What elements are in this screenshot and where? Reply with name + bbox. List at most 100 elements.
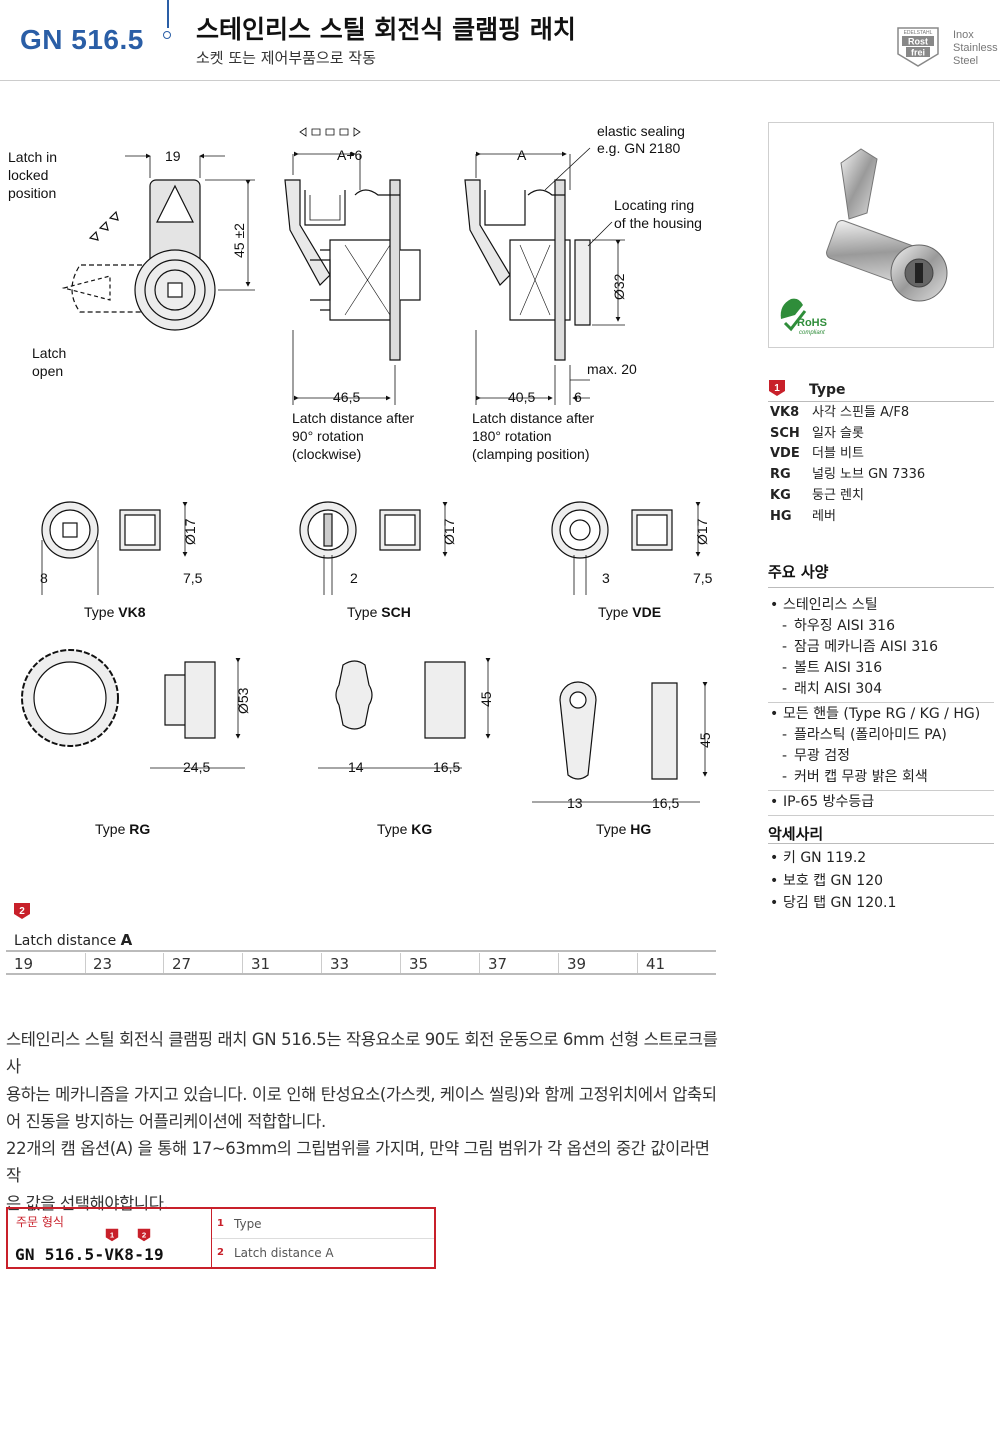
table-separator <box>400 953 401 973</box>
spec-subitem: 볼트 AISI 316 <box>768 658 994 679</box>
latch-table-rule-bottom <box>6 973 716 975</box>
accessories-title: 악세사리 <box>768 825 824 843</box>
order-code: GN 516.5-VK8-19 <box>15 1245 164 1264</box>
header-divider <box>167 0 169 28</box>
spec-subitem: 래치 AISI 304 <box>768 679 994 700</box>
dim-rg-d53: Ø53 <box>235 687 251 714</box>
spec-title: 주요 사양 <box>768 563 829 581</box>
product-code: GN 516.5 <box>20 24 144 55</box>
order-label: 주문 형식 <box>16 1215 64 1229</box>
type-sch-label: Type SCH <box>347 604 411 620</box>
spec-list: 스테인리스 스틸 하우징 AISI 316 잠금 메카니즘 AISI 316 볼… <box>768 594 994 816</box>
label-elastic-1: elastic sealing <box>597 123 685 139</box>
clamping-latch-photo-icon: RoHS compliant <box>780 148 948 336</box>
spec-item: 모든 핸들 (Type RG / KG / HG) <box>768 704 994 725</box>
number-badge-1-icon: 1 <box>769 380 785 396</box>
dim-vk8-8: 8 <box>40 570 48 586</box>
inox-line-1: Inox <box>953 29 974 41</box>
description-line: 22개의 캠 옵션(A) 을 통해 17~63mm의 그립범위를 가지며, 만약… <box>6 1139 710 1186</box>
latch-distance-value: 37 <box>488 955 508 973</box>
dim-vde-7-5: 7,5 <box>693 570 713 586</box>
type-kg-label: Type KG <box>377 821 432 837</box>
dim-kg-14: 14 <box>348 759 364 775</box>
spec-subitem: 하우징 AISI 316 <box>768 616 994 637</box>
latch-distance-value: 41 <box>646 955 666 973</box>
header-divider-dot <box>163 31 171 39</box>
page-subtitle: 소켓 또는 제어부품으로 작동 <box>196 49 376 67</box>
dim-kg-16-5: 16,5 <box>433 759 460 775</box>
dim-sch-2: 2 <box>350 570 358 586</box>
type-vde-label: Type VDE <box>598 604 661 620</box>
caption-180-2: 180° rotation <box>472 428 552 444</box>
badge-top-text: EDELSTAHL <box>904 30 933 36</box>
technical-drawings: Latch in locked position Latch open 19 4… <box>8 123 713 837</box>
table-separator <box>321 953 322 973</box>
dim-6: 6 <box>574 389 582 405</box>
type-vde-drawing <box>551 501 701 595</box>
table-separator <box>637 953 638 973</box>
svg-text:2: 2 <box>142 1230 147 1239</box>
type-code: SCH <box>770 425 800 441</box>
caption-180-1: Latch distance after <box>472 410 595 426</box>
description-line: 스테인리스 스틸 회전식 클램핑 래치 GN 516.5는 작용요소로 90도 … <box>6 1030 718 1077</box>
type-hg-drawing <box>532 681 708 803</box>
dim-40-5: 40,5 <box>508 389 535 405</box>
type-rg-label: Type RG <box>95 821 150 837</box>
type-header-rule <box>768 401 994 402</box>
table-separator <box>242 953 243 973</box>
dim-hg-45: 45 <box>697 732 713 748</box>
type-desc: 사각 스핀들 A/F8 <box>812 405 910 420</box>
badge-text-2: frei <box>911 48 925 58</box>
spec-subitem: 무광 검정 <box>768 746 994 767</box>
caption-90-3: (clockwise) <box>292 446 361 462</box>
order-row-type: Type <box>234 1217 262 1231</box>
accessory-item: 보호 캡 GN 120 <box>768 870 994 893</box>
label-locating-2: of the housing <box>614 215 702 231</box>
description-line: 어 진동을 방지하는 어플리케이션에 적합합니다. <box>6 1111 326 1131</box>
spec-group: 스테인리스 스틸 하우징 AISI 316 잠금 메카니즘 AISI 316 볼… <box>768 594 994 703</box>
latch-distance-value: 31 <box>251 955 271 973</box>
svg-text:2: 2 <box>19 906 25 917</box>
table-separator <box>85 953 86 973</box>
label-latch-locked-1: Latch in <box>8 149 57 165</box>
spec-group: 모든 핸들 (Type RG / KG / HG) 플라스틱 (폴리아미드 PA… <box>768 703 994 791</box>
dim-46-5: 46,5 <box>333 389 360 405</box>
spec-title-rule <box>768 587 994 588</box>
latch-table-rule-top <box>6 950 716 952</box>
inox-line-3: Steel <box>953 55 979 67</box>
type-code: VK8 <box>770 405 800 420</box>
latch-side-view-90 <box>284 127 421 405</box>
latch-distance-value: 39 <box>567 955 587 973</box>
svg-text:1: 1 <box>110 1230 115 1239</box>
type-desc: 널링 노브 GN 7336 <box>812 467 926 483</box>
dim-sch-d17: Ø17 <box>441 518 457 545</box>
dim-a: A <box>517 147 527 163</box>
accessories-rule <box>768 843 994 844</box>
type-sch-drawing <box>299 501 448 595</box>
spec-item: 스테인리스 스틸 <box>768 595 994 616</box>
header-rule <box>0 80 1000 81</box>
order-row-latch-distance: Latch distance A <box>234 1246 334 1260</box>
product-description: 스테인리스 스틸 회전식 클램핑 래치 GN 516.5는 작용요소로 90도 … <box>6 1026 718 1217</box>
accessories-list: 키 GN 119.2 보호 캡 GN 120 당김 탭 GN 120.1 <box>768 847 994 915</box>
table-separator <box>163 953 164 973</box>
type-header: Type <box>809 382 846 398</box>
inox-line-2: Stainless <box>953 42 998 54</box>
label-latch-open-1: Latch <box>32 345 66 361</box>
page-title: 스테인리스 스틸 회전식 클램핑 래치 <box>196 15 576 44</box>
rostfrei-badge-icon: EDELSTAHL Rost frei <box>897 27 939 67</box>
order-divider <box>211 1209 212 1267</box>
dim-kg-45: 45 <box>478 691 494 707</box>
product-photo: RoHS compliant <box>768 122 994 348</box>
order-example-box: 주문 형식 1 2 GN 516.5-VK8-19 1 Type 2 Latch… <box>6 1207 436 1269</box>
dim-rg-24-5: 24,5 <box>183 759 210 775</box>
order-row-num: 2 <box>217 1247 224 1258</box>
type-desc: 둥근 렌치 <box>812 487 864 503</box>
label-latch-locked-2: locked <box>8 167 48 183</box>
material-note: Inox Stainless Steel <box>953 29 998 68</box>
label-max20: max. 20 <box>587 361 637 377</box>
spec-item: IP-65 방수등급 <box>768 792 994 813</box>
